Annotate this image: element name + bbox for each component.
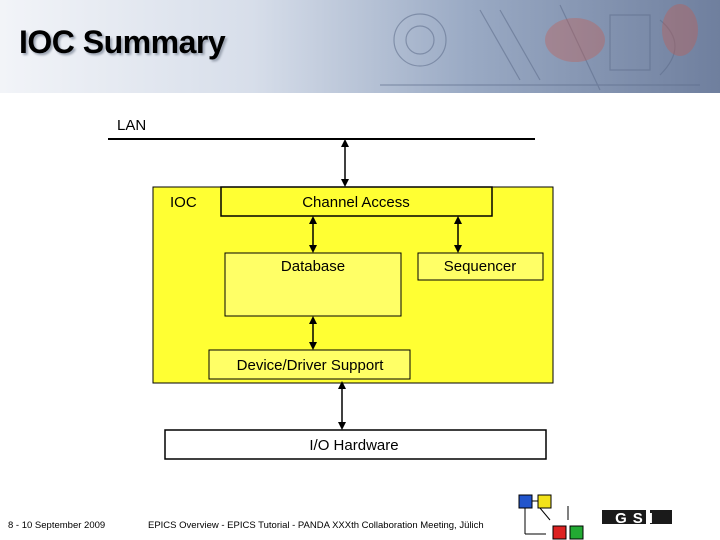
header-decoration [380, 4, 700, 91]
io-hardware-box [164, 429, 547, 460]
footer-text: EPICS Overview - EPICS Tutorial - PANDA … [148, 520, 484, 531]
logo-square-blue [518, 494, 533, 509]
footer-date: 8 - 10 September 2009 [8, 520, 106, 531]
logo-square-green [569, 525, 584, 540]
device-driver-support-label: Device/Driver Support [237, 357, 385, 374]
header-banner: IOC Summary [0, 0, 720, 93]
logo-text: GSI [615, 510, 659, 527]
logo-square-red [552, 525, 567, 540]
ioc-label: IOC [170, 194, 197, 211]
channel-access-label: Channel Access [302, 194, 410, 211]
sequencer-box [417, 252, 544, 281]
logo-square-yellow [537, 494, 552, 509]
database-box [224, 252, 402, 317]
database-label: Database [281, 258, 345, 275]
gsi-logo: GSI [518, 494, 672, 540]
device-driver-support-box [208, 349, 411, 380]
sequencer-label: Sequencer [444, 258, 517, 275]
slide-title: IOC Summary [19, 24, 226, 60]
channel-access-box [220, 186, 493, 217]
lan-label: LAN [117, 117, 146, 134]
io-hardware-label: I/O Hardware [309, 437, 398, 454]
